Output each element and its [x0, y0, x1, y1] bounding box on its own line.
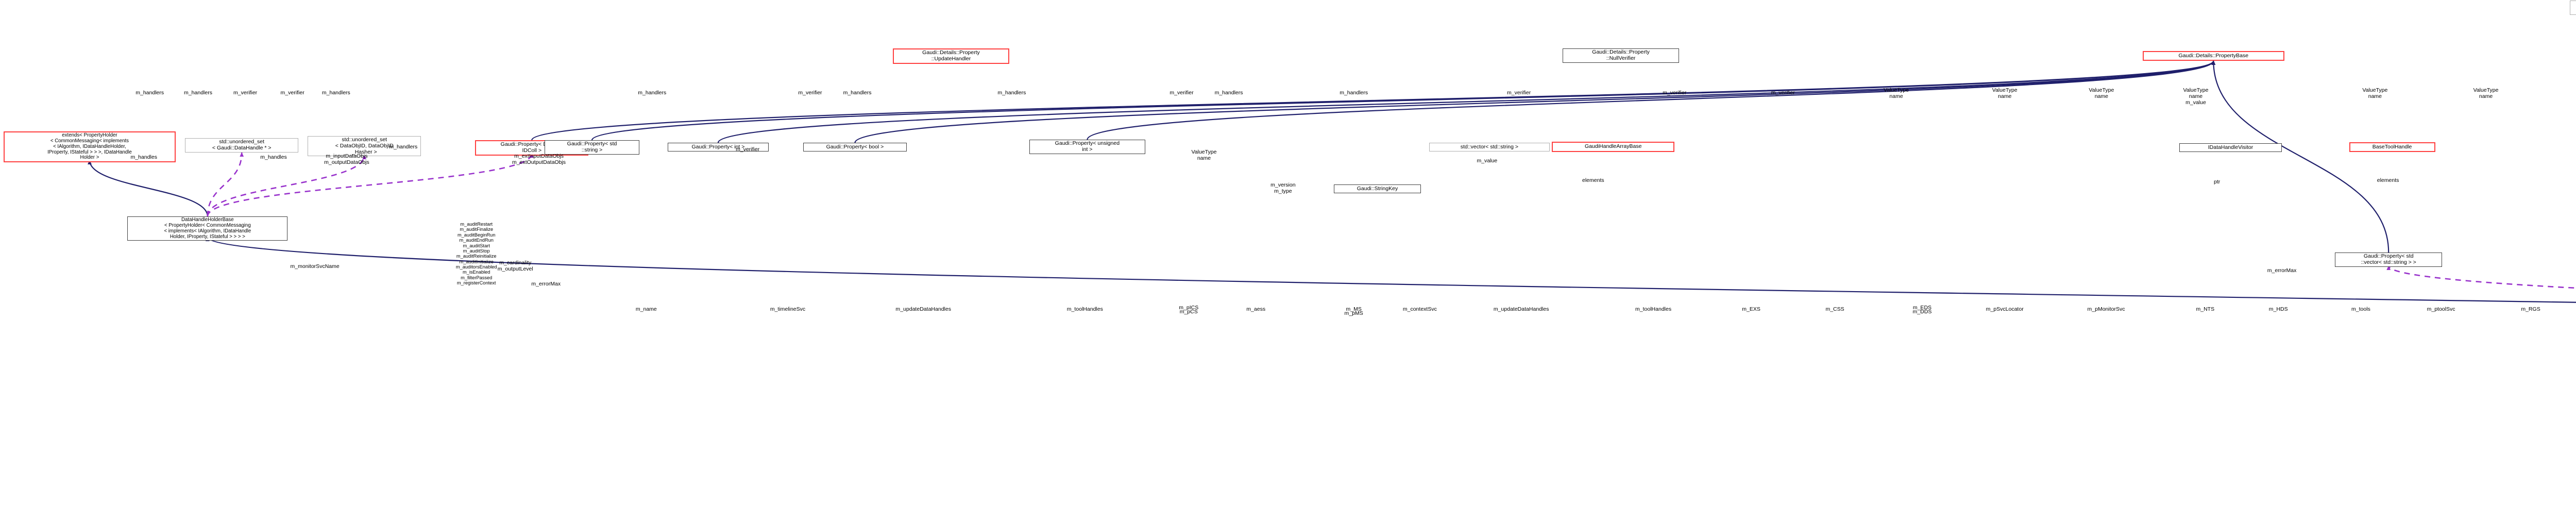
inheritance-edge: [531, 60, 2215, 141]
edge-label: m_monitorSvcName: [290, 263, 340, 270]
edge-label: m_name: [635, 306, 657, 312]
edge-label: m_cardinality m_outputLevel: [497, 260, 533, 272]
edge-label: ValueType name: [2089, 87, 2114, 99]
node-prop-uint[interactable]: Gaudi::Property< unsigned int >: [1029, 140, 1145, 154]
inheritance-edge: [1087, 60, 2215, 140]
edge-label: m_handlers: [843, 90, 872, 96]
edge-label: ValueType name m_value: [2183, 87, 2209, 106]
node-uset-doid[interactable]: std::unordered_set < DataObjID, DataObjI…: [308, 136, 421, 157]
usage-edge: [207, 153, 534, 217]
node-stringkey[interactable]: Gaudi::StringKey: [1333, 184, 1421, 193]
edge-label: m_verifier: [1170, 90, 1194, 96]
edge-label: m_MS: [1346, 306, 1362, 312]
edge-label: m_pMonitorSvc: [2087, 306, 2125, 312]
node-idhv[interactable]: IDataHandleVisitor: [2179, 143, 2282, 152]
node-upd-handler[interactable]: Gaudi::Details::Property ::UpdateHandler: [892, 48, 1010, 64]
edge-label: m_handlers: [997, 90, 1026, 96]
edge-label: ptr: [2214, 179, 2221, 185]
node-prop-bool[interactable]: Gaudi::Property< bool >: [803, 143, 907, 151]
edge-label: ValueType name: [2362, 87, 2388, 99]
edge-label: m_handlers: [389, 144, 418, 150]
edge-label: m_value: [1477, 158, 1498, 164]
node-uset-dh[interactable]: std::unordered_set < Gaudi::DataHandle *…: [185, 138, 299, 153]
edge-label: m_EXS: [1742, 306, 1760, 312]
node-extends[interactable]: extends< PropertyHolder < CommonMessagin…: [3, 131, 176, 163]
usage-edge: [207, 152, 244, 217]
usage-edge: [2386, 265, 2576, 289]
inheritance-edge: [717, 60, 2215, 143]
edge-label: m_handlers: [1340, 90, 1368, 96]
edge-label: m_errorMax: [2267, 267, 2297, 274]
edge-label: m_handles: [260, 154, 287, 160]
node-prop-vecstr[interactable]: Gaudi::Property< std ::vector< std::stri…: [2335, 252, 2443, 267]
edge-label: m_HDS: [2268, 306, 2288, 312]
edge-label: m_DDS: [1912, 309, 1932, 315]
edge-label: m_handlers: [321, 90, 350, 96]
edge-label: m_EDS: [1912, 305, 1932, 311]
node-gha-base[interactable]: GaudiHandleArrayBase: [1552, 142, 1675, 152]
edge-label: m_version m_type: [1270, 182, 1296, 194]
edge-label: m_RGS: [2521, 306, 2540, 312]
edge-label: m_pMS: [1344, 310, 1363, 316]
edge-label: ValueType name: [1191, 149, 1217, 161]
edge-label: m_handlers: [135, 90, 164, 96]
node-prop-int[interactable]: Gaudi::Property< int >: [667, 143, 769, 151]
edge-label: m_verifier: [798, 90, 822, 96]
edge-label: m_NTS: [2196, 306, 2215, 312]
edge-label: m_verifier: [1663, 90, 1687, 96]
edge-label: m_inputDataObjs m_outputDataObjs: [324, 153, 369, 165]
edge-label: m_pSvcLocator: [1986, 306, 2024, 312]
edge-label: m_handles: [130, 154, 157, 160]
edge-label: m_CSS: [1825, 306, 1844, 312]
edge-label: m_pCS: [1179, 309, 1198, 315]
edge-label: m_auditRestart m_auditFinalize m_auditBe…: [455, 222, 497, 286]
edge-label: m_verifier: [233, 90, 258, 96]
node-dhhb[interactable]: DataHandleHolderBase < PropertyHolder< C…: [127, 216, 288, 241]
edge-label: m_timelineSvc: [770, 306, 806, 312]
node-vec-string[interactable]: std::vector< std::string >: [1429, 143, 1550, 151]
inheritance-edge: [206, 237, 2576, 303]
inheritance-edge: [591, 60, 2215, 141]
node-nullverifier[interactable]: Gaudi::Details::Property ::NullVerifier: [1562, 48, 1680, 63]
node-propbase[interactable]: Gaudi::Details::PropertyBase: [2142, 51, 2284, 61]
edge-label: m_handlers: [1214, 90, 1243, 96]
inheritance-edge: [854, 60, 2215, 143]
edge-label: elements: [1582, 177, 1604, 183]
node-prop-str-det[interactable]: Gaudi::Property< std ::string >: [545, 140, 639, 155]
edge-label: m_tools: [2351, 306, 2370, 312]
edge-label: m_contextSvc: [1402, 306, 1437, 312]
edge-label: m_toolHandles: [1635, 306, 1672, 312]
edge-label: m_toolHandles: [1066, 306, 1103, 312]
edge-label: m_verifier: [736, 146, 760, 153]
edge-label: m_updateDataHandles: [1493, 306, 1549, 312]
edge-label: elements: [2377, 177, 2399, 183]
inheritance-edge: [88, 160, 208, 217]
edge-label: m_ptoolSvc: [2427, 306, 2455, 312]
edge-label: m_pICS: [1179, 305, 1199, 311]
edge-label: m_extInputDataObjs m_extOutputDataObjs: [512, 153, 566, 165]
node-basic-string[interactable]: std::basic_string< char >: [2569, 1, 2576, 15]
edge-label: m_verifier: [1507, 90, 1531, 96]
edge-label: m_errorMax: [531, 281, 561, 287]
edge-label: ValueType name: [1884, 87, 1909, 99]
edge-label: m_updateDataHandles: [895, 306, 952, 312]
edge-label: ValueType name: [2473, 87, 2499, 99]
node-basetoolhandle[interactable]: BaseToolHandle: [2349, 142, 2435, 152]
edge-label: m_verifier: [280, 90, 304, 96]
edge-label: ValueType name: [1992, 87, 2018, 99]
edge-label: m_handlers: [184, 90, 213, 96]
edge-label: m_handlers: [638, 90, 667, 96]
edge-label: m_verifier: [1771, 90, 1795, 96]
edge-label: m_aess: [1246, 306, 1266, 312]
